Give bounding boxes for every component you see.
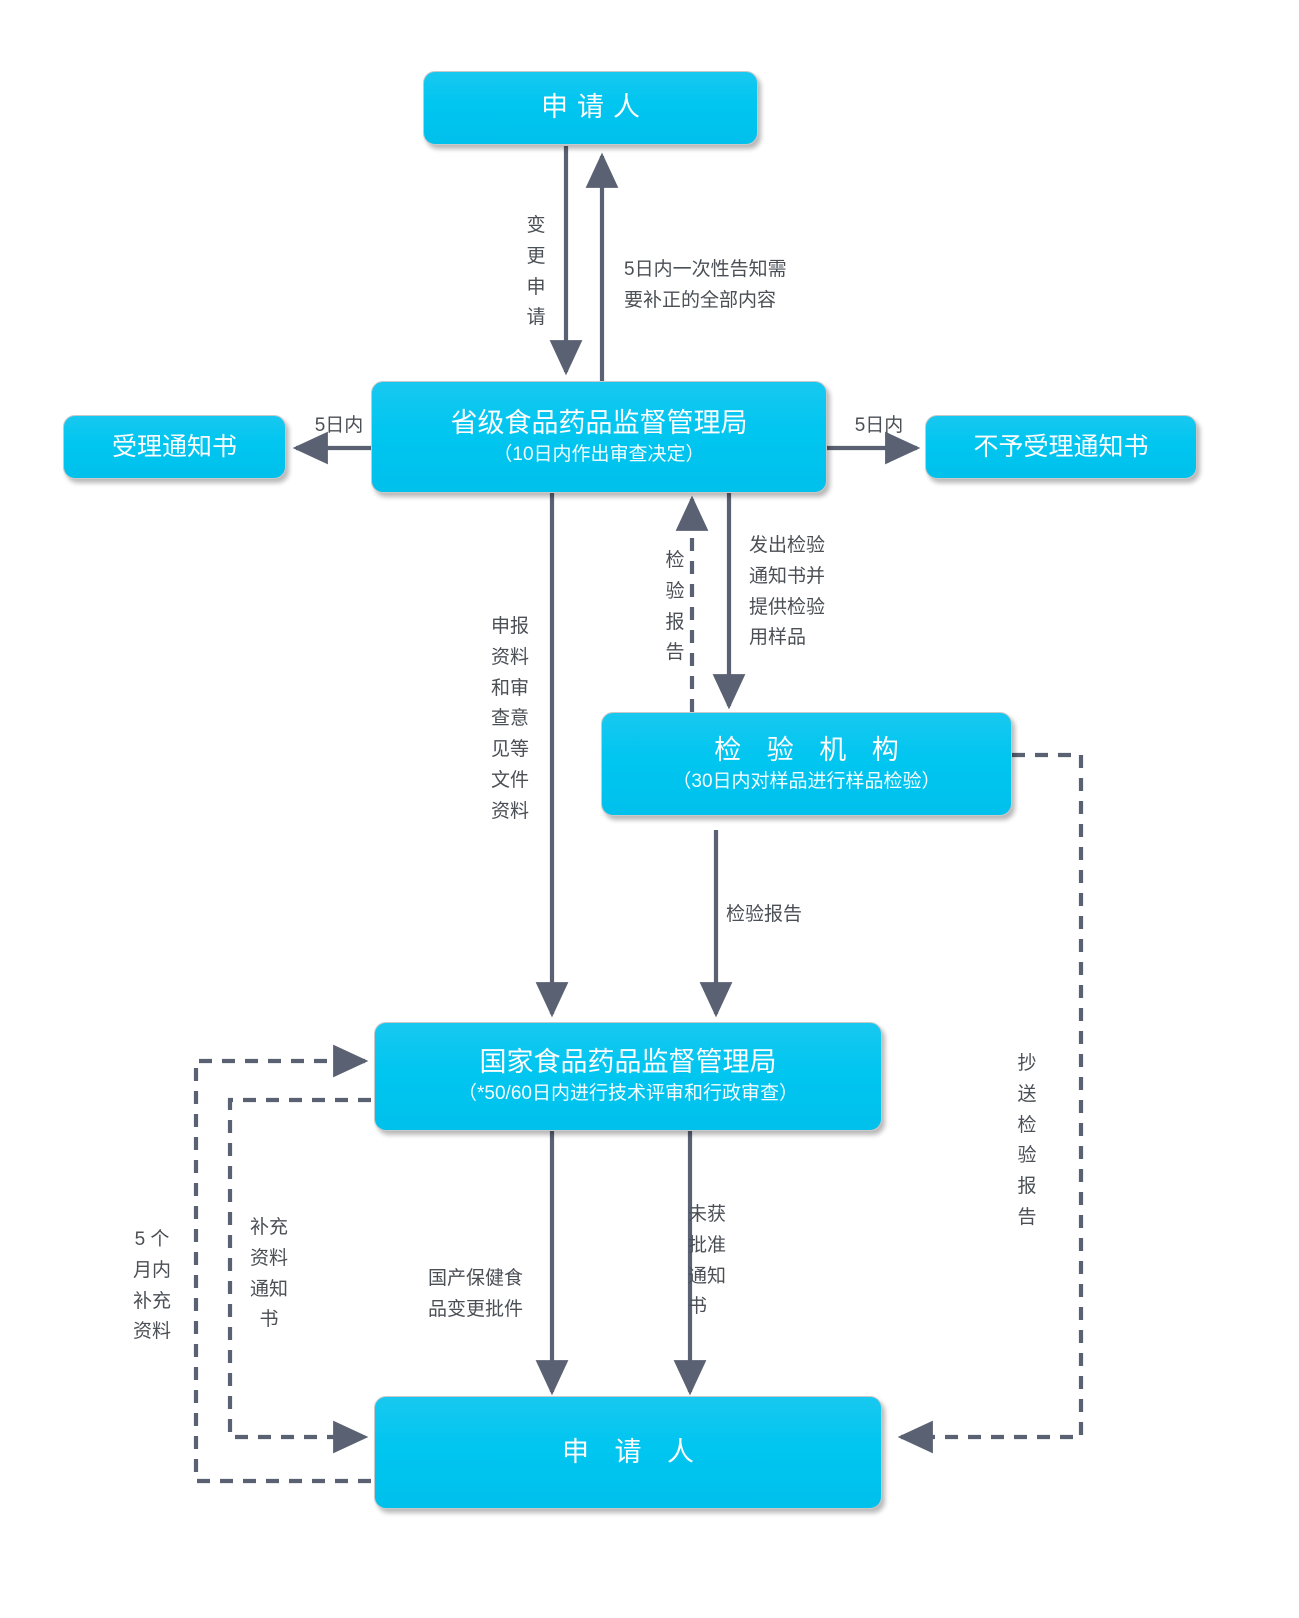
node-applicant-bottom-title: 申 请 人 xyxy=(561,1436,703,1467)
label-five-days-right: 5日内 xyxy=(854,415,904,436)
node-rejection-notice-title: 不予受理通知书 xyxy=(973,432,1149,461)
edge-cc-test-report xyxy=(897,752,1084,1454)
node-rejection-notice[interactable]: 不予受理通知书 xyxy=(925,415,1197,479)
node-testing-agency-subtitle: （30日内对样品进行样品检验） xyxy=(672,770,941,792)
node-acceptance-notice-title: 受理通知书 xyxy=(111,432,237,461)
node-provincial-bureau-subtitle: （10日内作出审查决定） xyxy=(493,443,705,465)
node-national-bureau-title: 国家食品药品监督管理局 xyxy=(479,1047,777,1078)
node-national-bureau[interactable]: 国家食品药品监督管理局 （*50/60日内进行技术评审和行政审查） xyxy=(374,1022,882,1131)
label-change-application: 变 更 申 请 xyxy=(526,215,546,329)
label-five-days-left: 5日内 xyxy=(314,415,364,436)
node-acceptance-notice[interactable]: 受理通知书 xyxy=(63,415,286,479)
label-dossier-and-opinion: 申报 资料 和审 查意 见等 文件 资料 xyxy=(490,616,529,822)
edge-supplement-materials xyxy=(193,1044,371,1484)
label-domestic-approval: 国产保健食 品变更批件 xyxy=(428,1268,524,1320)
node-testing-agency[interactable]: 检 验 机 构 （30日内对样品进行样品检验） xyxy=(601,712,1012,816)
edge-supplement-notice xyxy=(227,1097,371,1454)
node-applicant-bottom[interactable]: 申 请 人 xyxy=(374,1396,882,1509)
node-applicant-top-title: 申请人 xyxy=(541,92,649,123)
label-not-approved-notice: 未获 批准 通知 书 xyxy=(688,1204,727,1318)
label-test-report: 检验报告 xyxy=(726,904,803,925)
node-national-bureau-subtitle: （*50/60日内进行技术评审和行政审查） xyxy=(458,1083,798,1105)
label-notify-corrections: 5日内一次性告知需 要补正的全部内容 xyxy=(624,259,787,311)
node-provincial-bureau-title: 省级食品药品监督管理局 xyxy=(450,407,748,438)
label-supplement-notice: 补充 资料 通知 书 xyxy=(249,1217,288,1331)
label-issue-test-notice: 发出检验 通知书并 提供检验 用样品 xyxy=(749,535,826,649)
node-applicant-top[interactable]: 申请人 xyxy=(423,71,758,145)
node-testing-agency-title: 检 验 机 构 xyxy=(714,734,908,765)
node-provincial-bureau[interactable]: 省级食品药品监督管理局 （10日内作出审查决定） xyxy=(371,381,827,493)
label-test-report-vertical: 检 验 报 告 xyxy=(665,550,685,664)
label-cc-test-report: 抄 送 检 验 报 告 xyxy=(1017,1053,1037,1228)
label-supplement-in-5-months: 5 个 月内 补充 资料 xyxy=(132,1229,171,1343)
